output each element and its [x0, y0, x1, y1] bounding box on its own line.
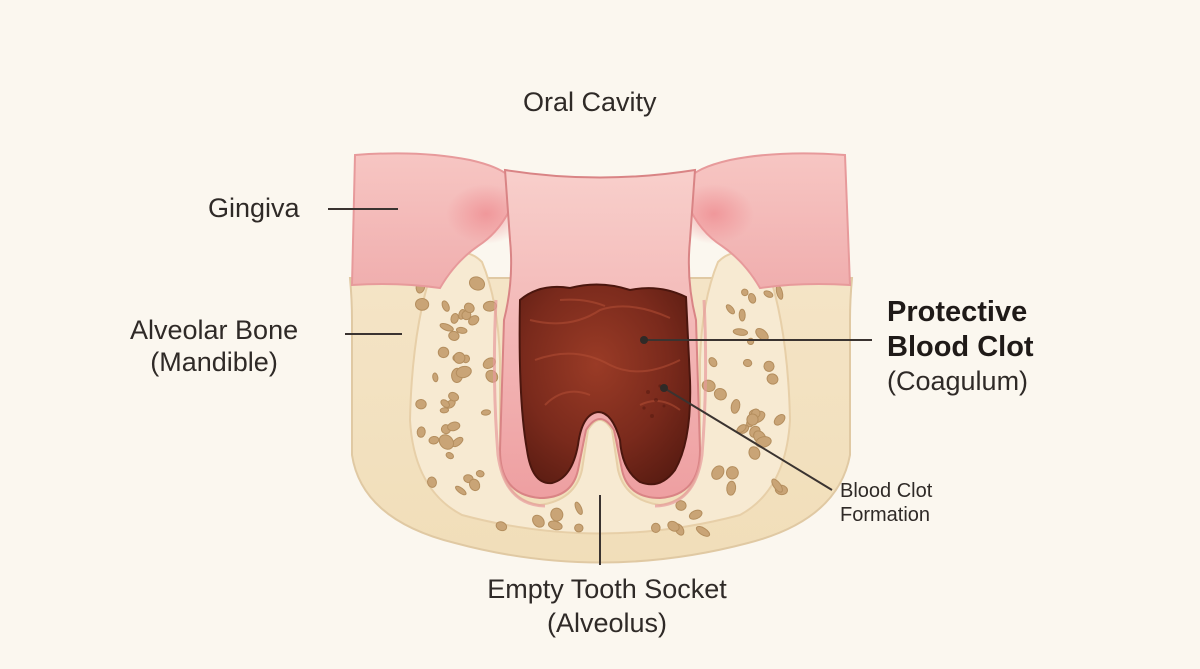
bone-pore [550, 507, 564, 522]
bone-pore [450, 312, 459, 324]
label-formation-line1: Blood Clot [840, 480, 933, 502]
bone-pore [468, 478, 481, 492]
bone-pore [675, 500, 687, 511]
bone-pore [415, 398, 427, 410]
bone-pore [447, 421, 461, 432]
bone-pore [495, 521, 508, 532]
bone-pore [763, 290, 774, 298]
bone-pore [708, 357, 718, 368]
label-oral-cavity: Oral Cavity [523, 87, 657, 117]
bone-pore [453, 351, 466, 364]
bone-pore [440, 399, 450, 408]
bone-pore [667, 520, 680, 532]
bone-pore [416, 426, 426, 438]
clot-texture [529, 298, 681, 411]
clot-formation-leader [663, 387, 833, 491]
bone-pore [427, 476, 437, 488]
bone-pore [475, 470, 485, 478]
blood-clot-shape [518, 283, 692, 486]
label-clot-line3: (Coagulum) [887, 365, 1029, 396]
bone-pore [455, 365, 472, 379]
bone-pore [428, 435, 440, 445]
label-alveolar-bone-line1: Alveolar Bone [130, 315, 299, 345]
bone-pore [432, 372, 439, 383]
bone-pore [455, 485, 467, 496]
bone-pore [771, 478, 783, 493]
bone-pore [650, 522, 661, 533]
protective-clot-pointer-dot [640, 336, 648, 344]
leader-lines [328, 208, 872, 565]
bone-pore [437, 346, 450, 359]
bone-pore [725, 466, 739, 480]
label-clot-line1: Protective [887, 296, 1028, 328]
bone-pore [773, 413, 786, 426]
bone-pore [439, 407, 450, 414]
bone-pore [445, 452, 454, 460]
bone-pore [455, 326, 468, 334]
bone-pore [532, 514, 545, 528]
bone-pore [726, 480, 737, 496]
bone-pore [468, 315, 480, 326]
bone-pore [695, 525, 711, 537]
bone-pore [480, 409, 492, 416]
label-gingiva: Gingiva [208, 193, 300, 223]
bone-pore [574, 501, 583, 515]
label-blood-clot-formation: Blood Clot Formation [840, 480, 932, 527]
bone-pore [415, 297, 430, 311]
bone-pore [468, 276, 486, 291]
label-formation-line2: Formation [840, 503, 931, 526]
label-alveolar-bone-line2: (Mandible) [150, 347, 278, 378]
bone-pore [766, 373, 779, 385]
label-socket-line2: (Alveolus) [546, 607, 668, 638]
bone-pore [746, 413, 759, 426]
bone-pore [448, 391, 460, 402]
bone-pore [713, 387, 727, 401]
label-protective-blood-clot: Protective Blood Clot (Coagulum) [887, 295, 1034, 397]
clot-granules [642, 384, 666, 418]
bone-pore [574, 523, 584, 533]
bone-pore [725, 304, 735, 315]
bone-pore [742, 358, 753, 368]
bone-pore [439, 323, 454, 332]
bone-pore [732, 328, 749, 336]
bone-pore [748, 446, 761, 460]
bone-pore [747, 292, 757, 304]
bone-pore [688, 509, 703, 520]
bone-pores [415, 276, 788, 537]
label-empty-tooth-socket: Empty Tooth Socket (Alveolus) [466, 573, 748, 641]
bone-pore [438, 434, 455, 450]
bone-pore [763, 360, 775, 372]
bone-pore [741, 288, 749, 297]
bone-pore [441, 300, 450, 312]
bone-pore [738, 308, 746, 322]
clot-formation-pointer-dot [660, 384, 668, 392]
label-clot-line2: Blood Clot [887, 330, 1034, 363]
label-alveolar-bone: Alveolar Bone (Mandible) [130, 314, 298, 379]
bone-pore [730, 398, 741, 414]
bone-pore [448, 330, 460, 341]
label-socket-line1: Empty Tooth Socket [487, 574, 727, 604]
bone-pore [463, 302, 475, 314]
bone-pore [711, 465, 725, 480]
